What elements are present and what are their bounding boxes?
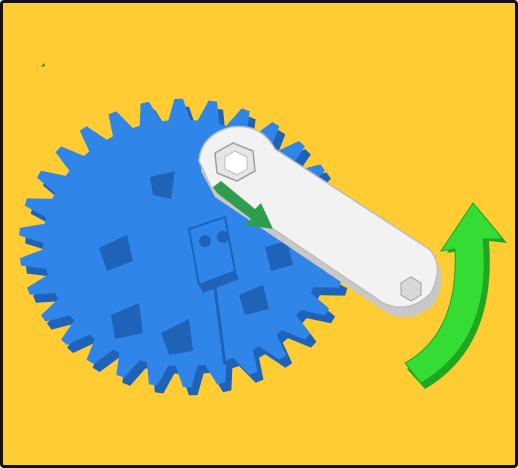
stray-mark bbox=[41, 63, 45, 67]
gear-crank-diagram bbox=[3, 3, 518, 468]
